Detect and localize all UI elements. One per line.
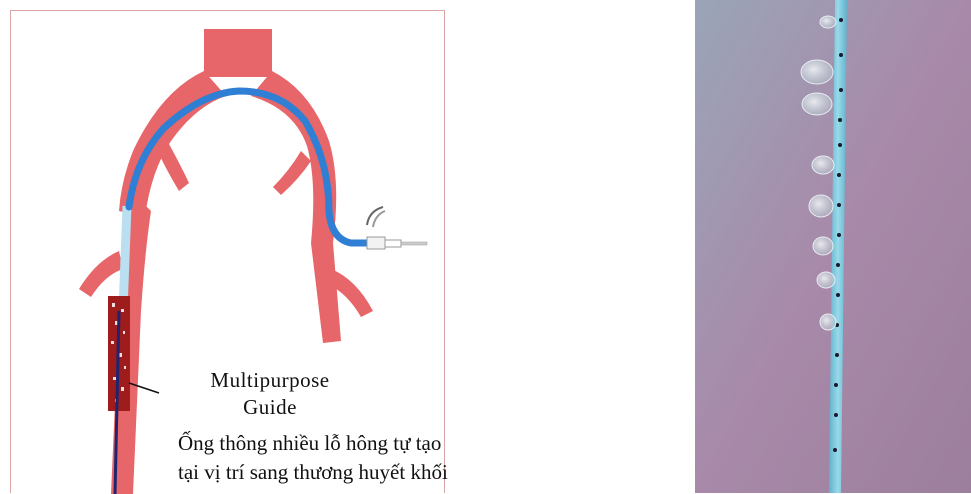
guide-catheter <box>123 206 127 311</box>
callout-label-line1: Multipurpose <box>160 367 380 393</box>
catheter-photo <box>695 0 971 493</box>
diagram-panel <box>10 10 445 493</box>
catheter-photo-image <box>695 0 971 493</box>
caption-line2: tại vị trí sang thương huyết khối <box>178 458 448 486</box>
vessel-diagram <box>11 11 446 494</box>
callout-label-line2: Guide <box>160 394 380 420</box>
caption-line1: Ống thông nhiều lỗ hông tự tạo <box>178 429 441 457</box>
catheter-hub <box>367 207 427 249</box>
